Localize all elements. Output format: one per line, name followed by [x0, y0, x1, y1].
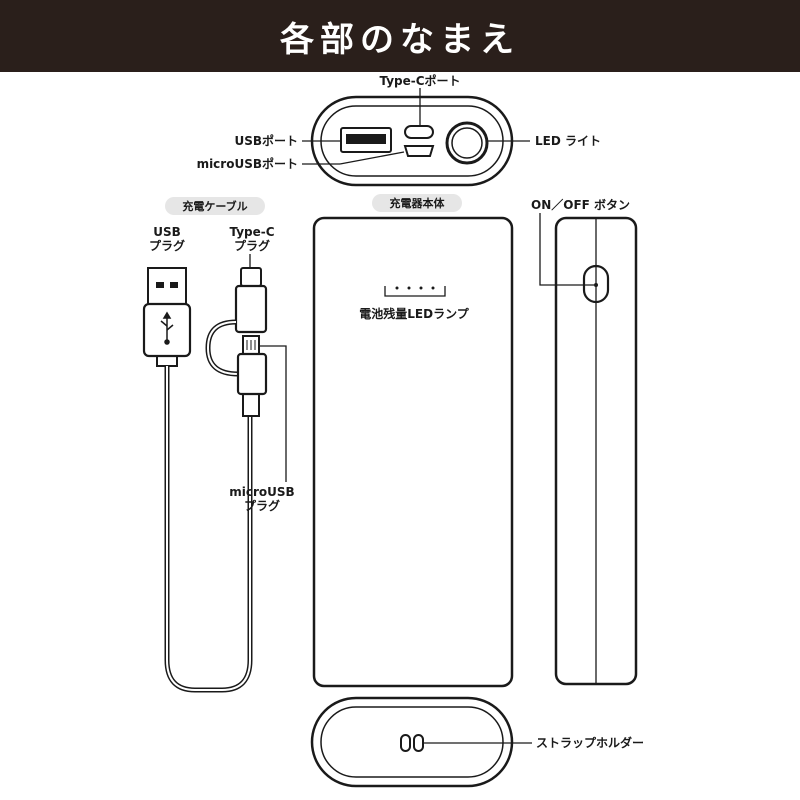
- charging-cable: [142, 197, 287, 693]
- micro-usb-plug-label-1: microUSB: [229, 485, 294, 499]
- power-button-dot: [594, 283, 598, 287]
- leader-micro-usb-port: [339, 151, 405, 165]
- usb-plug-label-2: プラグ: [149, 238, 185, 253]
- leader-battery-led: [384, 286, 446, 297]
- usb-port: [340, 127, 392, 153]
- strap-holder-label: ストラップホルダー: [536, 735, 644, 750]
- charger-side-view: [539, 213, 638, 686]
- bottom-view-inner: [320, 706, 504, 778]
- cable-title-pill: [165, 197, 265, 215]
- usb-plug-metal: [147, 267, 187, 305]
- usb-plug-label-1: USB: [153, 225, 181, 239]
- led-light-label: LED ライト: [535, 134, 601, 148]
- strap-hole-left: [400, 734, 411, 752]
- header-banner: 各部のなまえ: [0, 0, 800, 72]
- cable-wire: [164, 366, 253, 693]
- micro-usb-strain-relief: [242, 393, 260, 417]
- micro-usb-housing: [236, 352, 268, 396]
- usb-plug-slot-right: [170, 282, 178, 288]
- usb-port-tongue: [346, 134, 386, 144]
- battery-led-dots: [395, 286, 435, 290]
- adapter-tether-highlight: [206, 321, 239, 375]
- leader-micro-usb-plug: [260, 345, 287, 482]
- led-light-lens: [451, 127, 483, 159]
- battery-led-label: 電池残量LEDランプ: [359, 306, 469, 321]
- micro-usb-plug-label-2: プラグ: [244, 498, 280, 513]
- usb-plug-strain-relief: [156, 355, 178, 367]
- power-button-label: ON／OFF ボタン: [531, 197, 630, 212]
- type-c-plug-label-2: プラグ: [234, 238, 270, 253]
- power-button: [582, 264, 610, 304]
- strap-hole-right: [413, 734, 424, 752]
- leader-power-button: [539, 213, 594, 286]
- charger-body: [312, 194, 514, 688]
- micro-usb-port-label: microUSBポート: [197, 156, 298, 171]
- body-title: 充電器本体: [390, 196, 446, 210]
- usb-symbol-icon: [160, 311, 174, 345]
- type-c-adapter: [234, 284, 268, 334]
- page-title: 各部のなまえ: [280, 19, 520, 60]
- body-title-pill: [372, 194, 462, 212]
- bottom-view-outer: [310, 696, 514, 788]
- type-c-plug-label-1: Type-C: [229, 225, 274, 239]
- usb-port-label: USBポート: [234, 133, 298, 148]
- charger-bottom-view: [310, 696, 532, 788]
- usb-plug-slot-left: [156, 282, 164, 288]
- body-front: [312, 216, 514, 688]
- cable-title: 充電ケーブル: [182, 199, 247, 213]
- cable-wire-highlight: [166, 366, 251, 691]
- type-c-port-label: Type-Cポート: [379, 73, 460, 88]
- led-light: [445, 121, 489, 165]
- type-c-port: [404, 125, 434, 139]
- charger-top-view: [302, 88, 530, 187]
- micro-usb-port: [403, 145, 435, 157]
- type-c-plug-tip: [240, 267, 262, 287]
